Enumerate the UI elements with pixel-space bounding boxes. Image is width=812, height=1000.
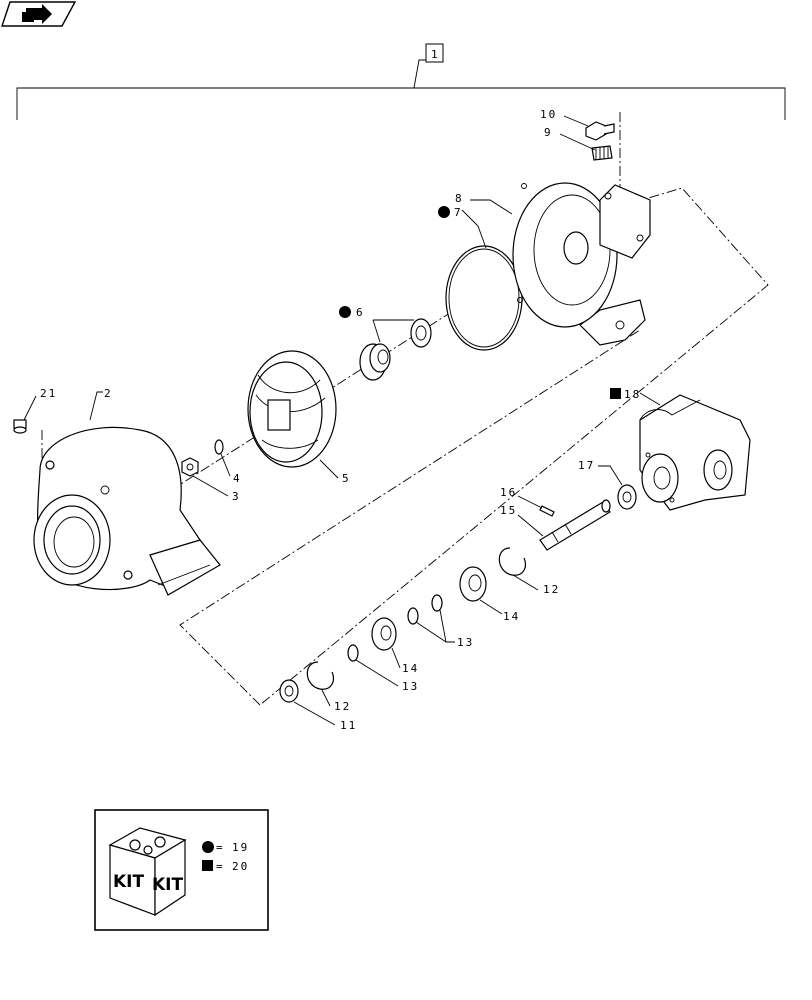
part-17-seal-ring [598,465,637,510]
callout-6: 6 [339,306,365,319]
callout-18: 18 [610,388,641,401]
callout-16: 16 [500,486,517,499]
kit-circle-value: 19 [232,841,249,854]
part-3-nut [181,457,229,497]
part-5-impeller [247,350,339,479]
part-9-stud [559,133,613,161]
part-21-plug [13,395,37,434]
callout-17: 17 [578,459,595,472]
part-18-gear-pump [639,392,751,511]
callout-14-upper: 14 [503,610,520,623]
callout-13-lower: 13 [402,680,419,693]
callout-6-label: 6 [356,306,365,319]
part-14-bearing-upper [459,566,503,615]
kit-word-right: KIT [152,875,183,895]
callout-11: 11 [340,719,357,732]
kit-square-equals: = [216,860,225,873]
kit-circle-equals: = [216,841,225,854]
nav-back-button[interactable] [1,1,77,27]
part-10-bolt [563,115,615,141]
kit-square-value: 20 [232,860,249,873]
callout-7-label: 7 [454,206,463,219]
part-8-backplate [470,182,651,346]
callout-14-lower: 14 [402,662,419,675]
assembly-bracket [16,59,786,120]
back-arrow-icon [22,4,52,24]
part-13-snap-rings-upper [407,594,455,643]
part-12-retaining-ring-lower [306,661,335,707]
callout-4: 4 [233,472,242,485]
filled-circle-icon [438,206,450,218]
callout-5: 5 [342,472,351,485]
kit-legend: KIT KIT = 19 = 20 [94,809,269,931]
callout-18-label: 18 [624,388,641,401]
part-11-washer [279,679,336,726]
part-13-snap-ring-lower [347,644,399,687]
part-12-retaining-ring-upper [498,547,539,591]
callout-8: 8 [455,192,464,205]
callout-1: 1 [425,43,444,63]
callout-15: 15 [500,504,517,517]
filled-square-icon [202,860,213,871]
callout-9: 9 [544,126,553,139]
callout-21: 21 [40,387,57,400]
filled-square-icon [610,388,621,399]
part-7-o-ring [445,209,523,351]
part-14-bearing-lower [371,617,401,669]
part-6-seal [359,318,432,381]
callout-10: 10 [540,108,557,121]
filled-circle-icon [202,841,214,853]
kit-word-left: KIT [113,872,144,892]
part-16-key [517,495,555,517]
callout-12-lower: 12 [334,700,351,713]
part-15-shaft [517,499,611,551]
callout-1-label: 1 [431,48,440,61]
callout-2: 2 [104,387,113,400]
callout-12-upper: 12 [543,583,560,596]
part-2-pump-housing [33,391,221,596]
filled-circle-icon [339,306,351,318]
callout-13-upper: 13 [457,636,474,649]
callout-3: 3 [232,490,241,503]
callout-7: 7 [438,206,463,219]
kit-box-icon: KIT KIT [108,827,187,917]
part-4-washer [214,439,231,477]
